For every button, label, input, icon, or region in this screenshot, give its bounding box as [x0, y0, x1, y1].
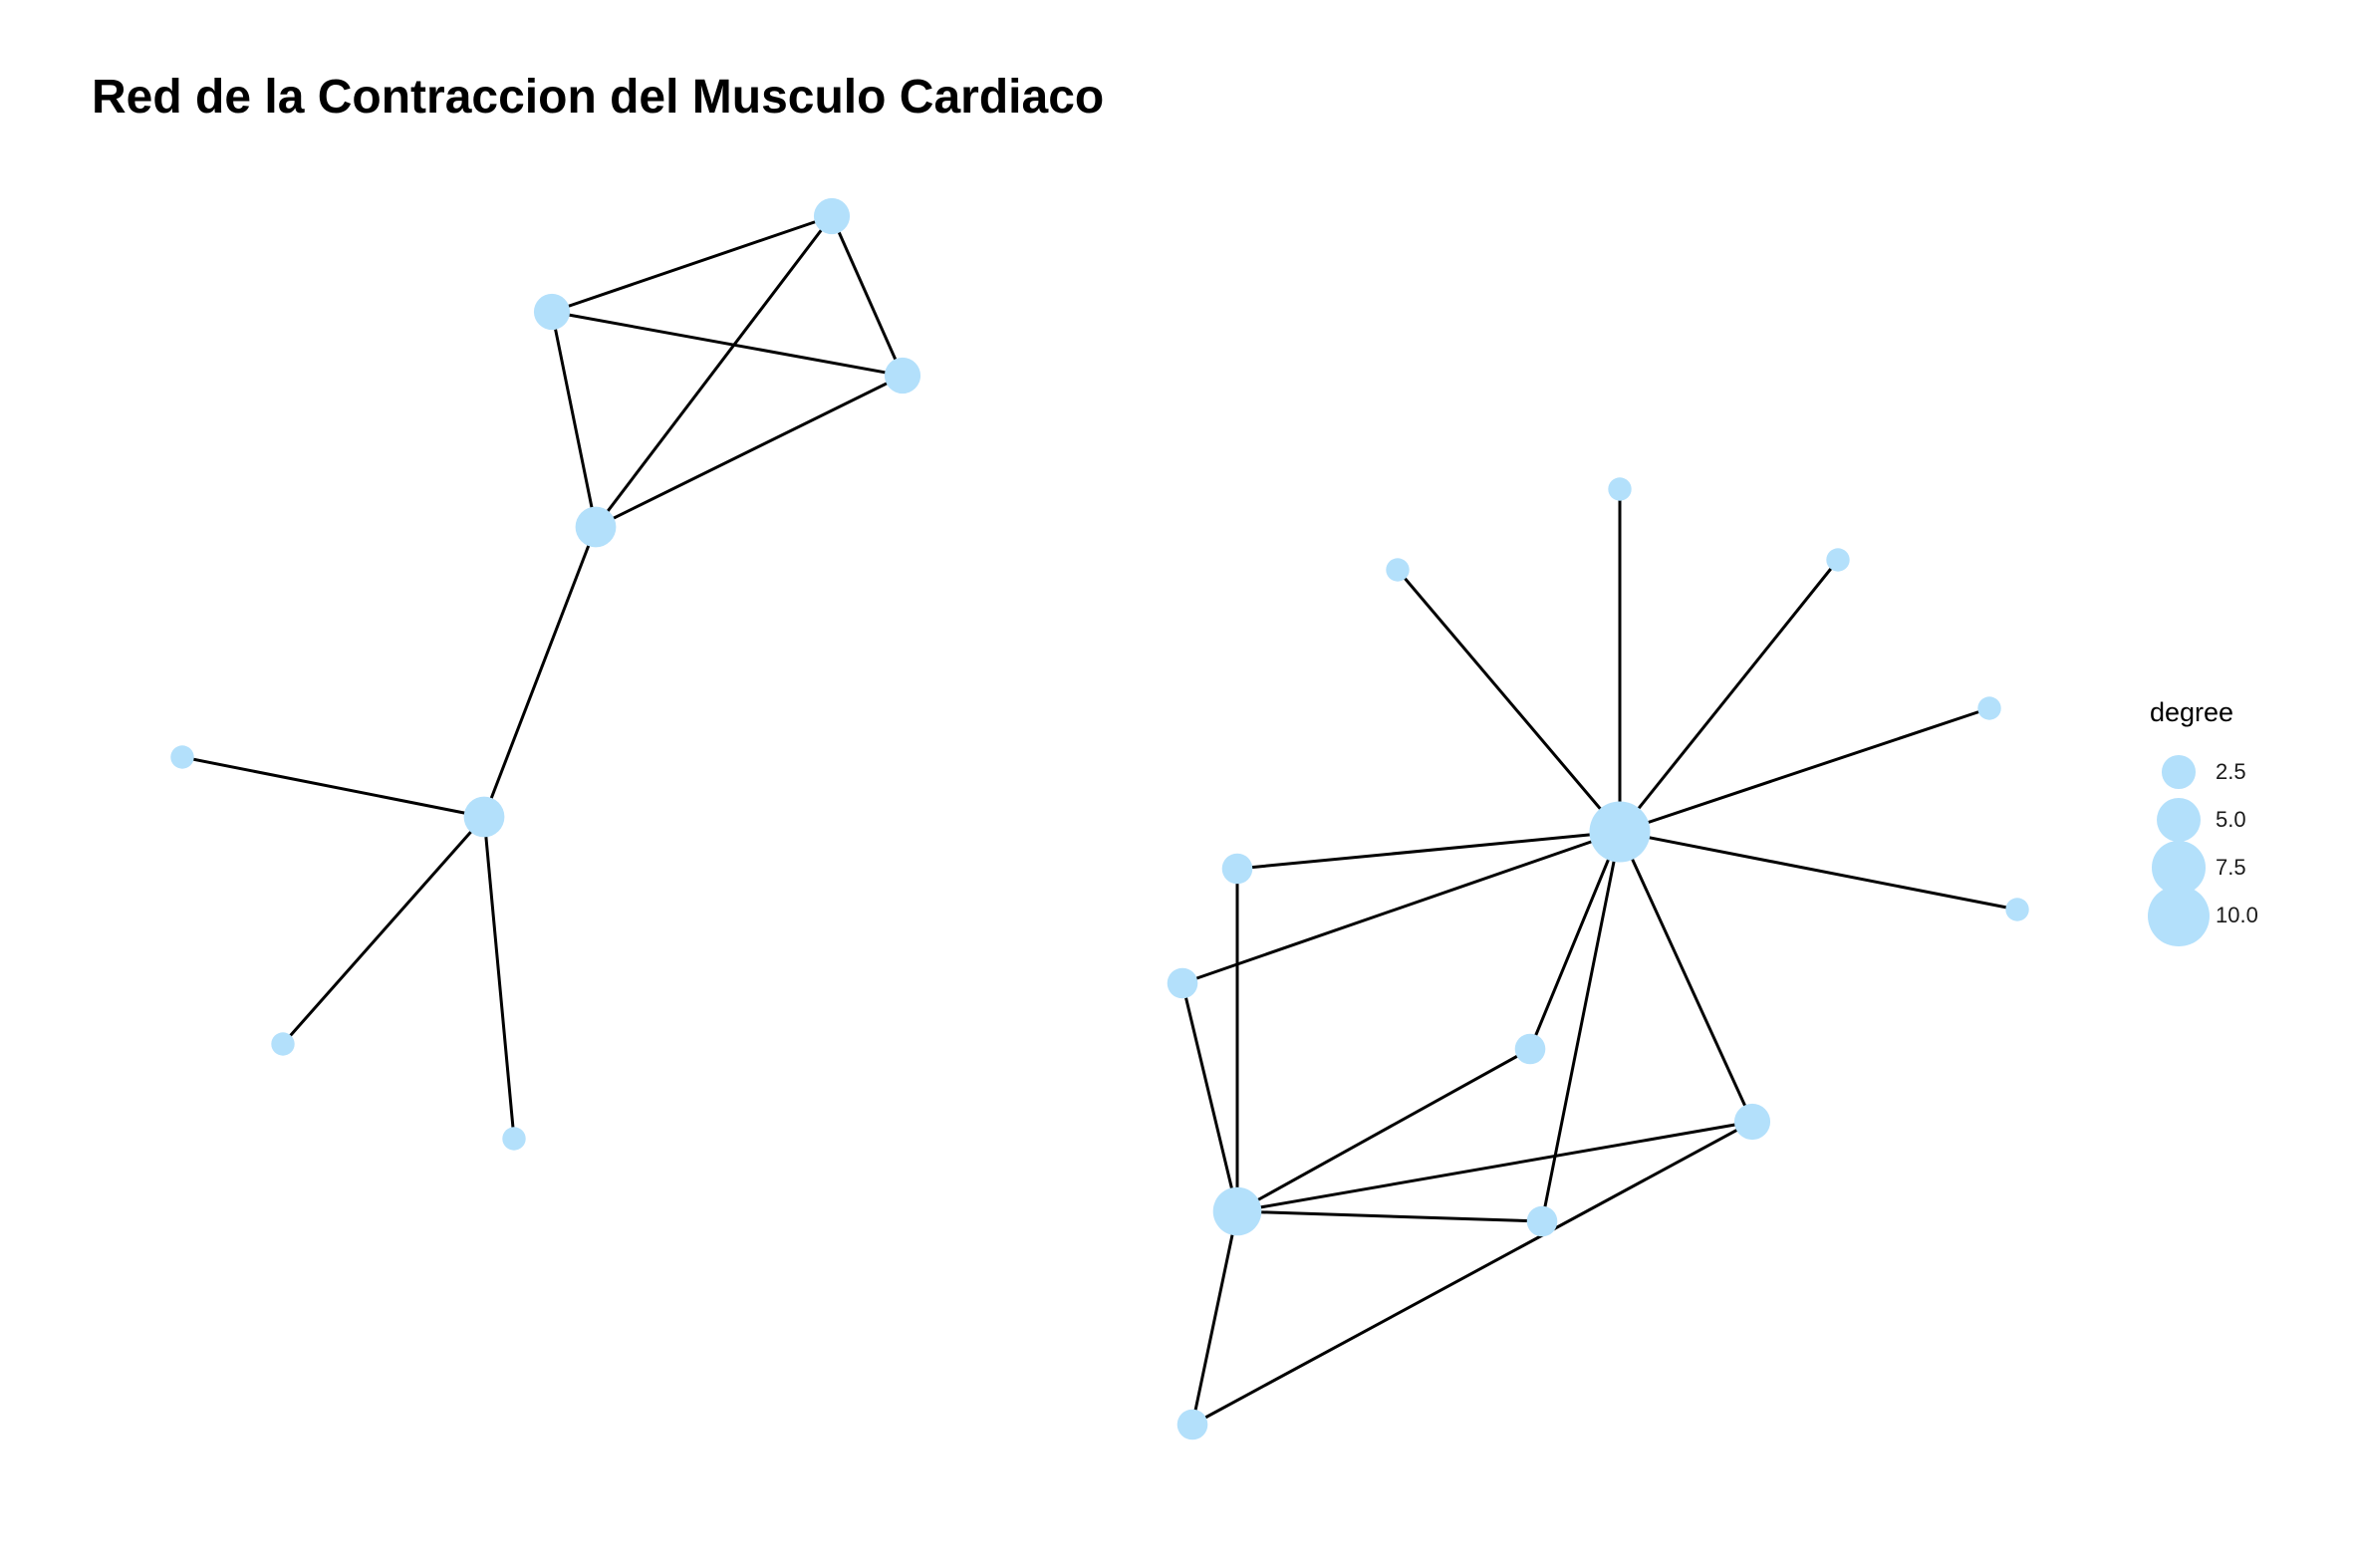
node	[1212, 1186, 1262, 1236]
edge	[1619, 830, 2018, 912]
edge	[482, 526, 598, 818]
edge	[281, 816, 486, 1045]
legend-item: 7.5	[2142, 841, 2301, 895]
edge	[551, 310, 904, 378]
node	[170, 745, 194, 769]
legend-label: 2.5	[2216, 759, 2246, 784]
legend-label: 10.0	[2216, 903, 2258, 927]
node	[884, 357, 921, 394]
edge	[1396, 569, 1622, 833]
node	[1167, 967, 1198, 999]
legend-item: 2.5	[2142, 748, 2301, 796]
edge	[1236, 1209, 1543, 1223]
node	[1589, 801, 1651, 863]
node	[1977, 696, 2001, 720]
edge	[830, 215, 905, 377]
edge	[595, 374, 904, 529]
edge	[482, 816, 516, 1140]
edge	[1181, 830, 1621, 985]
node	[575, 506, 617, 548]
diagram-title: Red de la Contraccion del Musculo Cardia…	[92, 71, 1105, 124]
node	[502, 1127, 526, 1151]
legend-title: degree	[2150, 697, 2234, 727]
edge	[1180, 982, 1239, 1212]
node	[1608, 477, 1632, 501]
edge	[550, 311, 598, 528]
node	[1526, 1205, 1558, 1237]
legend-label: 7.5	[2216, 855, 2246, 880]
legend-item: 10.0	[2142, 885, 2301, 946]
nodes-layer	[170, 197, 2029, 1440]
edge	[594, 215, 834, 528]
edge	[1236, 1047, 1531, 1213]
legend-dot	[2162, 755, 2196, 789]
edge	[1618, 559, 1840, 833]
node	[1221, 853, 1253, 885]
node	[1514, 1033, 1546, 1065]
legend-label: 5.0	[2216, 807, 2246, 832]
legend-item: 5.0	[2142, 796, 2301, 844]
edge	[1619, 706, 1990, 834]
node	[533, 293, 571, 331]
legend-dot	[2148, 885, 2210, 946]
edge	[1236, 1120, 1753, 1213]
degree-legend: degree 2.5 5.0 7.5 10.0	[2142, 697, 2301, 946]
node	[2005, 898, 2029, 921]
node	[271, 1032, 295, 1056]
node	[1733, 1103, 1771, 1141]
edge	[1191, 1120, 1753, 1427]
node	[1826, 548, 1850, 572]
node	[463, 796, 505, 838]
edge	[1618, 831, 1754, 1123]
edge	[181, 755, 485, 819]
edge	[1540, 831, 1622, 1222]
edge	[1190, 1210, 1239, 1426]
edge	[551, 214, 833, 314]
edge	[1236, 830, 1621, 871]
node	[813, 197, 851, 235]
legend-dot	[2156, 797, 2202, 843]
legend-rows: 2.5 5.0 7.5 10.0	[2142, 748, 2301, 946]
edges-layer	[181, 214, 2018, 1427]
edge	[1528, 831, 1622, 1050]
node	[1176, 1409, 1208, 1440]
node	[1386, 558, 1410, 582]
